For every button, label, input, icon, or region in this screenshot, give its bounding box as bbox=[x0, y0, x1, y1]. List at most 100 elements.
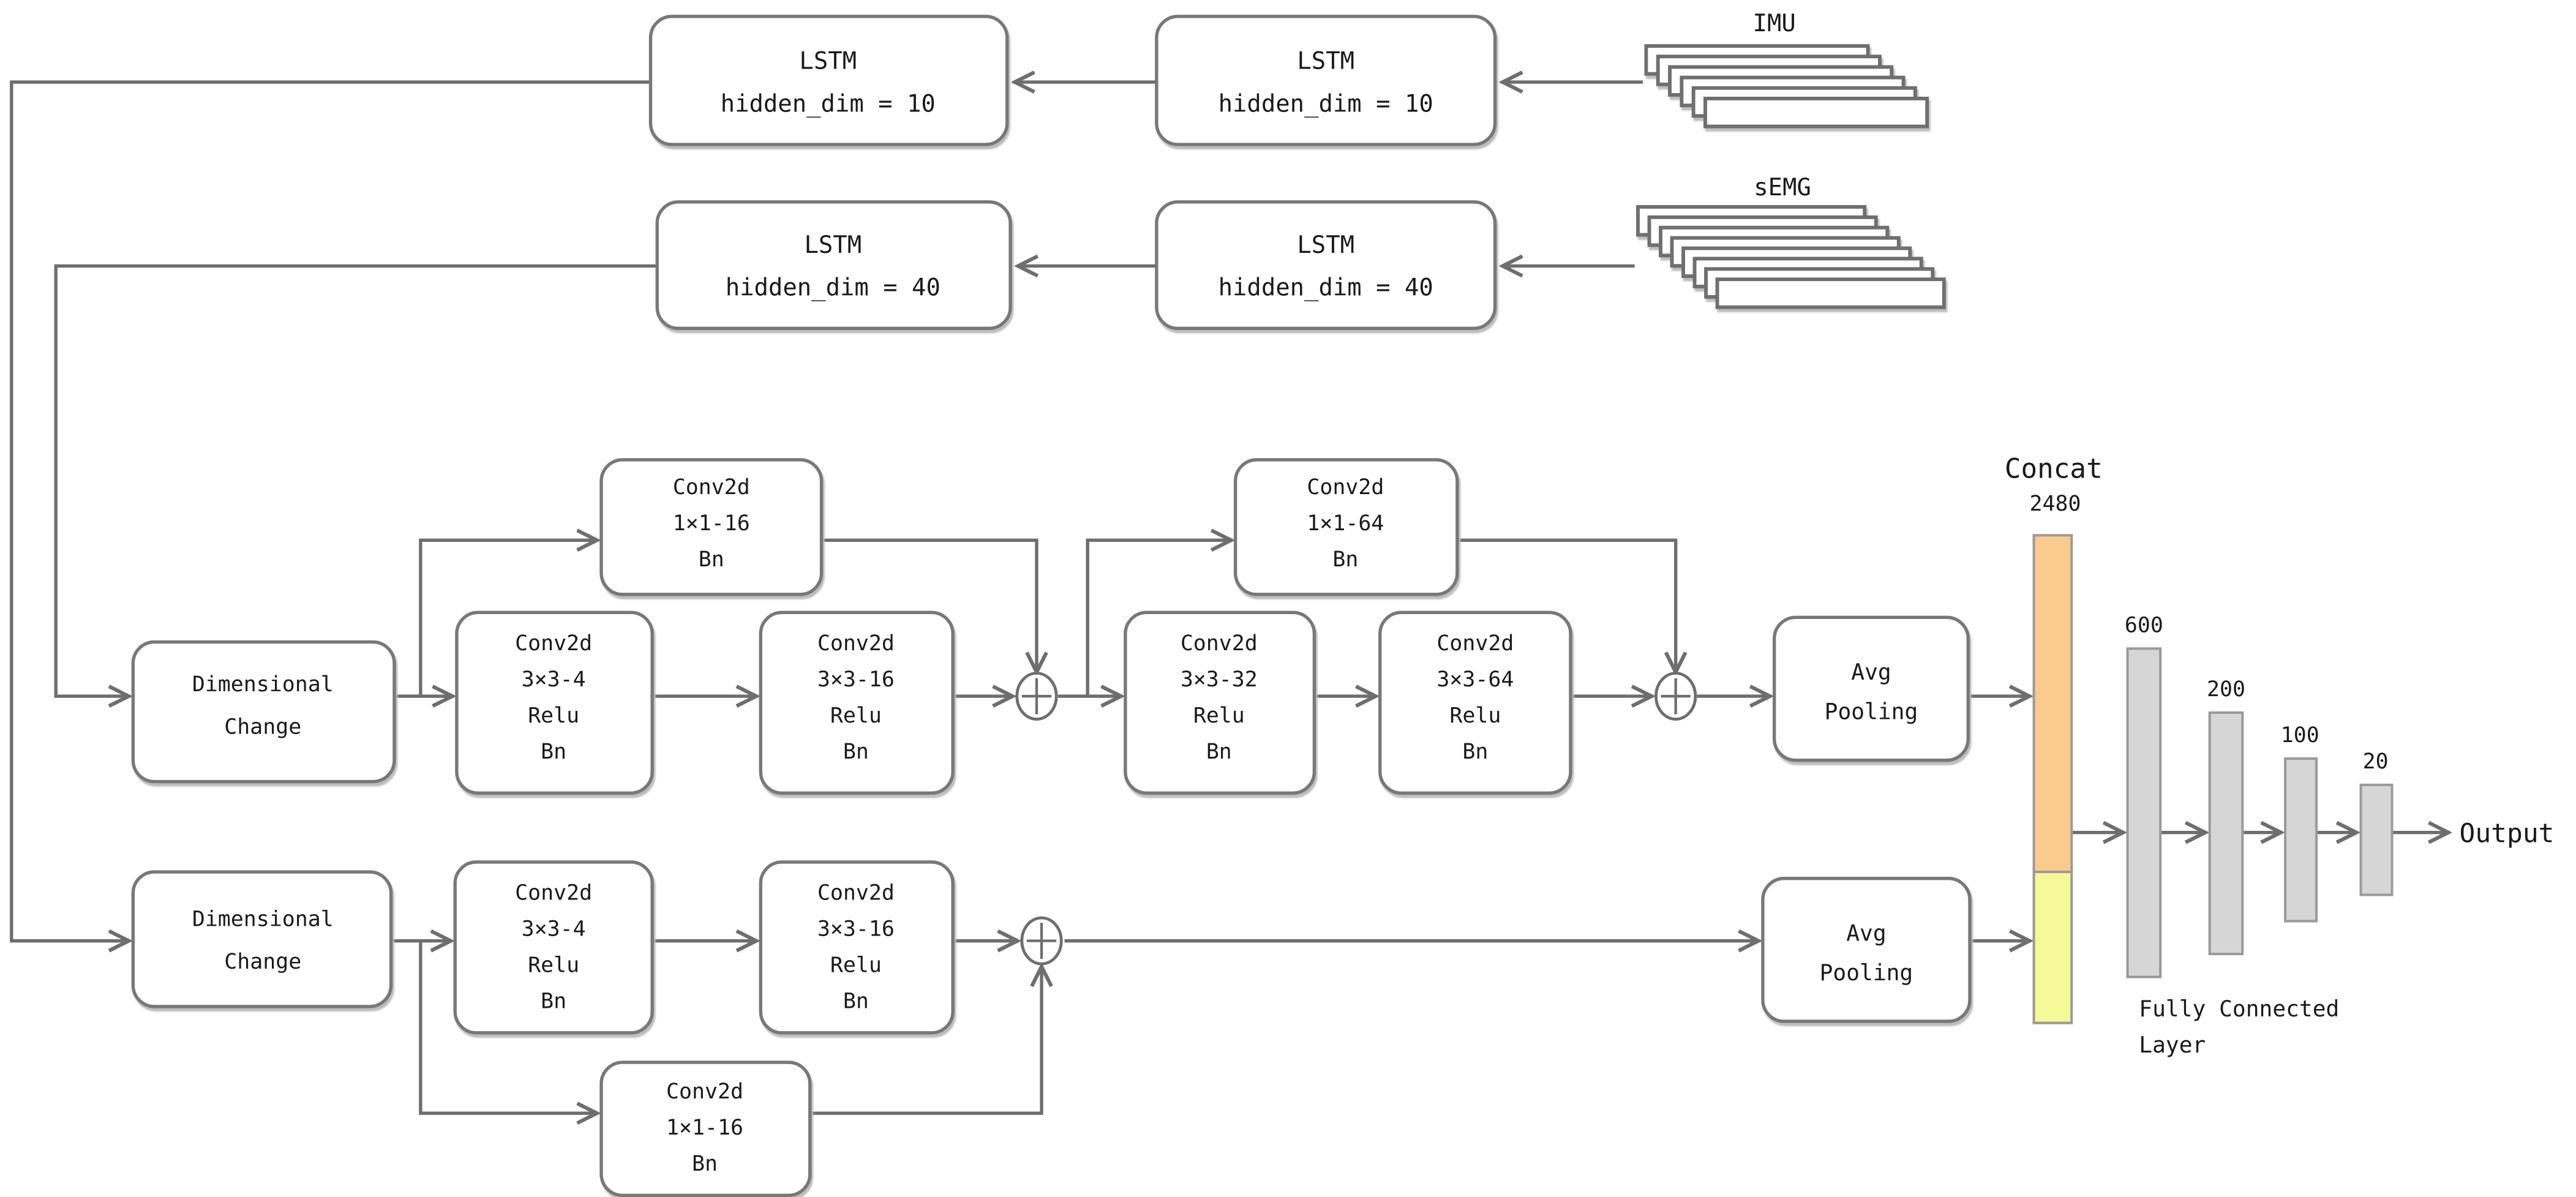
conv-3x3-4-top-l1: Conv2d bbox=[515, 631, 592, 656]
lstm-semg-1: LSTM hidden_dim = 40 bbox=[655, 200, 1012, 331]
conv-3x3-32-l4: Bn bbox=[1206, 740, 1232, 764]
conv-3x3-4-bottom-l3: Relu bbox=[528, 953, 579, 978]
conv-1x1-16-bottom-box bbox=[599, 1060, 812, 1197]
line-semg-lstm-to-dimensional-change-top bbox=[54, 264, 658, 696]
conv-3x3-16-top: Conv2d 3×3-16 Relu Bn bbox=[759, 610, 955, 795]
lstm-imu-1-title: LSTM bbox=[799, 48, 857, 75]
add-node-1 bbox=[1015, 672, 1058, 721]
dimensional-change-bottom: Dimensional Change bbox=[131, 870, 393, 1008]
conv-3x3-4-top-l2: 3×3-4 bbox=[522, 667, 586, 692]
skip3-into-add3 bbox=[809, 969, 1042, 1115]
conv-3x3-32-l3: Relu bbox=[1193, 704, 1245, 728]
dc-top-line2: Change bbox=[224, 715, 301, 740]
fc-layers bbox=[2126, 647, 2394, 978]
conv-3x3-64-l1: Conv2d bbox=[1436, 631, 1514, 656]
output-label: Output bbox=[2460, 819, 2555, 849]
avg-pooling-bottom-box bbox=[1761, 877, 1972, 1023]
conv-3x3-64: Conv2d 3×3-64 Relu Bn bbox=[1378, 610, 1572, 795]
lstm-imu-2: LSTM hidden_dim = 10 bbox=[1155, 15, 1497, 146]
lstm-semg-1-title: LSTM bbox=[804, 231, 862, 259]
lstm-imu-1-param: hidden_dim = 10 bbox=[721, 90, 936, 118]
lstm-imu-2-title: LSTM bbox=[1297, 48, 1354, 75]
lstm-imu-1: LSTM hidden_dim = 10 bbox=[648, 15, 1009, 146]
skip2-into-conv1x1-64 bbox=[1086, 540, 1229, 697]
fc-caption-line1: Fully Connected bbox=[2139, 996, 2339, 1022]
skip3-into-conv1x1-16b bbox=[419, 940, 595, 1114]
conv-3x3-4-bottom: Conv2d 3×3-4 Relu Bn bbox=[453, 860, 654, 1035]
connectors bbox=[10, 80, 2446, 1115]
avg-pooling-top-l1: Avg bbox=[1851, 659, 1891, 685]
fc-size-20: 20 bbox=[2363, 749, 2389, 774]
lstm-imu-2-param: hidden_dim = 10 bbox=[1219, 90, 1433, 118]
lstm-semg-1-param: hidden_dim = 40 bbox=[726, 274, 941, 302]
conv-3x3-4-top-l4: Bn bbox=[541, 740, 566, 764]
conv-3x3-64-l2: 3×3-64 bbox=[1436, 667, 1514, 692]
lstm-semg-2-param: hidden_dim = 40 bbox=[1219, 274, 1433, 302]
avg-pooling-top: Avg Pooling bbox=[1772, 615, 1970, 762]
conv-3x3-32: Conv2d 3×3-32 Relu Bn bbox=[1124, 610, 1316, 795]
conv-3x3-16-bottom-l1: Conv2d bbox=[817, 881, 895, 906]
fc-bar-600 bbox=[2126, 647, 2162, 978]
conv-3x3-16-bottom-box bbox=[759, 860, 955, 1035]
lstm-semg-1-box bbox=[655, 200, 1012, 331]
conv-3x3-16-top-l4: Bn bbox=[843, 740, 869, 764]
dimensional-change-bottom-box bbox=[131, 870, 393, 1008]
conv-1x1-16-bottom-l1: Conv2d bbox=[666, 1079, 743, 1104]
imu-label: IMU bbox=[1753, 10, 1796, 37]
add-node-2 bbox=[1654, 672, 1697, 721]
avg-pooling-top-box bbox=[1772, 615, 1970, 762]
conv-1x1-64-l2: 1×1-64 bbox=[1307, 511, 1384, 536]
conv-1x1-64-box bbox=[1233, 458, 1459, 596]
skip2-into-add2 bbox=[1457, 538, 1676, 670]
add-node-3 bbox=[1020, 916, 1063, 966]
conv-3x3-4-bottom-box bbox=[453, 860, 654, 1035]
conv-3x3-64-l3: Relu bbox=[1449, 704, 1501, 728]
conv-3x3-4-top-box bbox=[455, 610, 654, 795]
conv-3x3-4-bottom-l4: Bn bbox=[541, 989, 566, 1014]
imu-input-stack bbox=[1644, 44, 1929, 129]
skip1-into-conv1x1-16 bbox=[419, 540, 595, 697]
lstm-semg-2-title: LSTM bbox=[1297, 231, 1354, 259]
conv-1x1-64-l1: Conv2d bbox=[1307, 475, 1384, 500]
semg-stack-layer bbox=[1715, 277, 1946, 309]
dimensional-change-top: Dimensional Change bbox=[131, 640, 396, 784]
conv-1x1-16-top-l3: Bn bbox=[699, 547, 724, 572]
dc-bottom-line2: Change bbox=[224, 950, 301, 974]
conv-3x3-32-l1: Conv2d bbox=[1181, 631, 1258, 656]
conv-3x3-4-top: Conv2d 3×3-4 Relu Bn bbox=[455, 610, 654, 795]
conv-3x3-16-bottom: Conv2d 3×3-16 Relu Bn bbox=[759, 860, 955, 1035]
conv-1x1-64-l3: Bn bbox=[1332, 547, 1358, 572]
conv-3x3-16-top-l2: 3×3-16 bbox=[817, 667, 895, 692]
concat-size-label: 2480 bbox=[2029, 492, 2081, 516]
conv-1x1-16-top-box bbox=[599, 458, 824, 596]
concat-bar-top-segment bbox=[2032, 534, 2073, 874]
avg-pooling-bottom-l2: Pooling bbox=[1820, 959, 1913, 986]
fc-bar-20 bbox=[2359, 783, 2394, 896]
conv-3x3-16-bottom-l2: 3×3-16 bbox=[817, 917, 895, 942]
fc-bar-100 bbox=[2284, 757, 2318, 923]
lstm-semg-2-box bbox=[1155, 200, 1497, 331]
conv-3x3-4-top-l3: Relu bbox=[528, 704, 579, 728]
conv-3x3-16-bottom-l3: Relu bbox=[830, 953, 882, 978]
fc-caption-line2: Layer bbox=[2139, 1032, 2206, 1058]
avg-pooling-bottom-l1: Avg bbox=[1846, 920, 1886, 947]
lstm-imu-1-box bbox=[648, 15, 1009, 146]
conv-1x1-64: Conv2d 1×1-64 Bn bbox=[1233, 458, 1459, 596]
avg-pooling-top-l2: Pooling bbox=[1825, 699, 1918, 725]
fc-bar-200 bbox=[2208, 711, 2244, 956]
dc-bottom-line1: Dimensional bbox=[192, 907, 334, 932]
conv-3x3-16-top-l1: Conv2d bbox=[817, 631, 895, 656]
conv-3x3-4-bottom-l1: Conv2d bbox=[515, 881, 592, 906]
semg-input-stack bbox=[1636, 205, 1946, 309]
skip1-into-add1 bbox=[821, 538, 1037, 670]
concat-bar-bottom-segment bbox=[2032, 871, 2073, 1024]
conv-1x1-16-bottom: Conv2d 1×1-16 Bn bbox=[599, 1060, 812, 1197]
dc-top-line1: Dimensional bbox=[192, 672, 334, 697]
conv-1x1-16-top-l2: 1×1-16 bbox=[673, 511, 750, 536]
lstm-semg-2: LSTM hidden_dim = 40 bbox=[1155, 200, 1497, 331]
line-imu-lstm-to-dimensional-change-bottom bbox=[10, 80, 651, 941]
fc-size-200: 200 bbox=[2207, 677, 2245, 702]
lstm-imu-2-box bbox=[1155, 15, 1497, 146]
conv-3x3-4-bottom-l2: 3×3-4 bbox=[522, 917, 586, 942]
